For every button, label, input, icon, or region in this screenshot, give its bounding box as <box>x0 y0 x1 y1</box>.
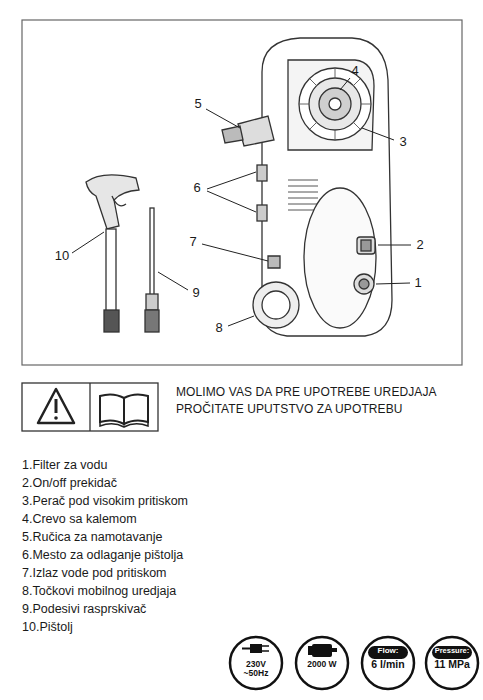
callout-number: 5 <box>194 96 201 112</box>
part-list-item: 1.Filter za vodu <box>22 458 107 473</box>
part-list-item: 2.On/off prekidač <box>22 476 117 491</box>
spec-badge: 2000 W <box>294 635 350 691</box>
callout-number: 2 <box>416 237 423 253</box>
badge-heading: Pressure: <box>428 647 476 655</box>
part-list-item: 5.Ručica za namotavanje <box>22 530 162 545</box>
callout-number: 6 <box>193 180 200 196</box>
part-list-item: 8.Točkovi mobilnog uredjaja <box>22 584 176 599</box>
part-list-item: 4.Crevo sa kalemom <box>22 512 137 527</box>
badge-heading: Flow: <box>364 647 412 655</box>
spray-gun <box>86 175 139 332</box>
callout-number: 3 <box>399 134 406 150</box>
pressure-washer <box>222 38 392 336</box>
part-list-item: 3.Perač pod visokim pritiskom <box>22 494 188 509</box>
warning-text: MOLIMO VAS DA PRE UPOTREBE UREDJAJA PROČ… <box>176 384 466 419</box>
warning-box <box>22 383 158 431</box>
part-list-item: 10.Pištolj <box>22 620 73 635</box>
callout-number: 1 <box>414 275 421 291</box>
badge-value: 2000 W <box>298 660 346 669</box>
spec-badge: 230V ~50Hz <box>228 635 284 691</box>
spray-lance <box>145 208 159 332</box>
part-list-item: 9.Podesivi rasprskivač <box>22 602 146 617</box>
callout-number: 4 <box>351 63 358 79</box>
part-list-item: 7.Izlaz vode pod pritiskom <box>22 566 167 581</box>
badge-value: 11 MPa <box>428 659 476 670</box>
leader-lines <box>72 78 411 326</box>
frame <box>22 20 462 365</box>
callout-number: 9 <box>192 285 199 301</box>
callout-number: 10 <box>55 248 69 264</box>
part-list-item: 6.Mesto za odlaganje pištolja <box>22 548 183 563</box>
callout-number: 7 <box>189 234 196 250</box>
spec-badge: Pressure: 11 MPa <box>424 635 480 691</box>
callout-number: 8 <box>215 320 222 336</box>
spec-badge: Flow: 6 l/min <box>360 635 416 691</box>
badge-value: 230V ~50Hz <box>232 660 280 678</box>
badge-value: 6 l/min <box>364 659 412 670</box>
